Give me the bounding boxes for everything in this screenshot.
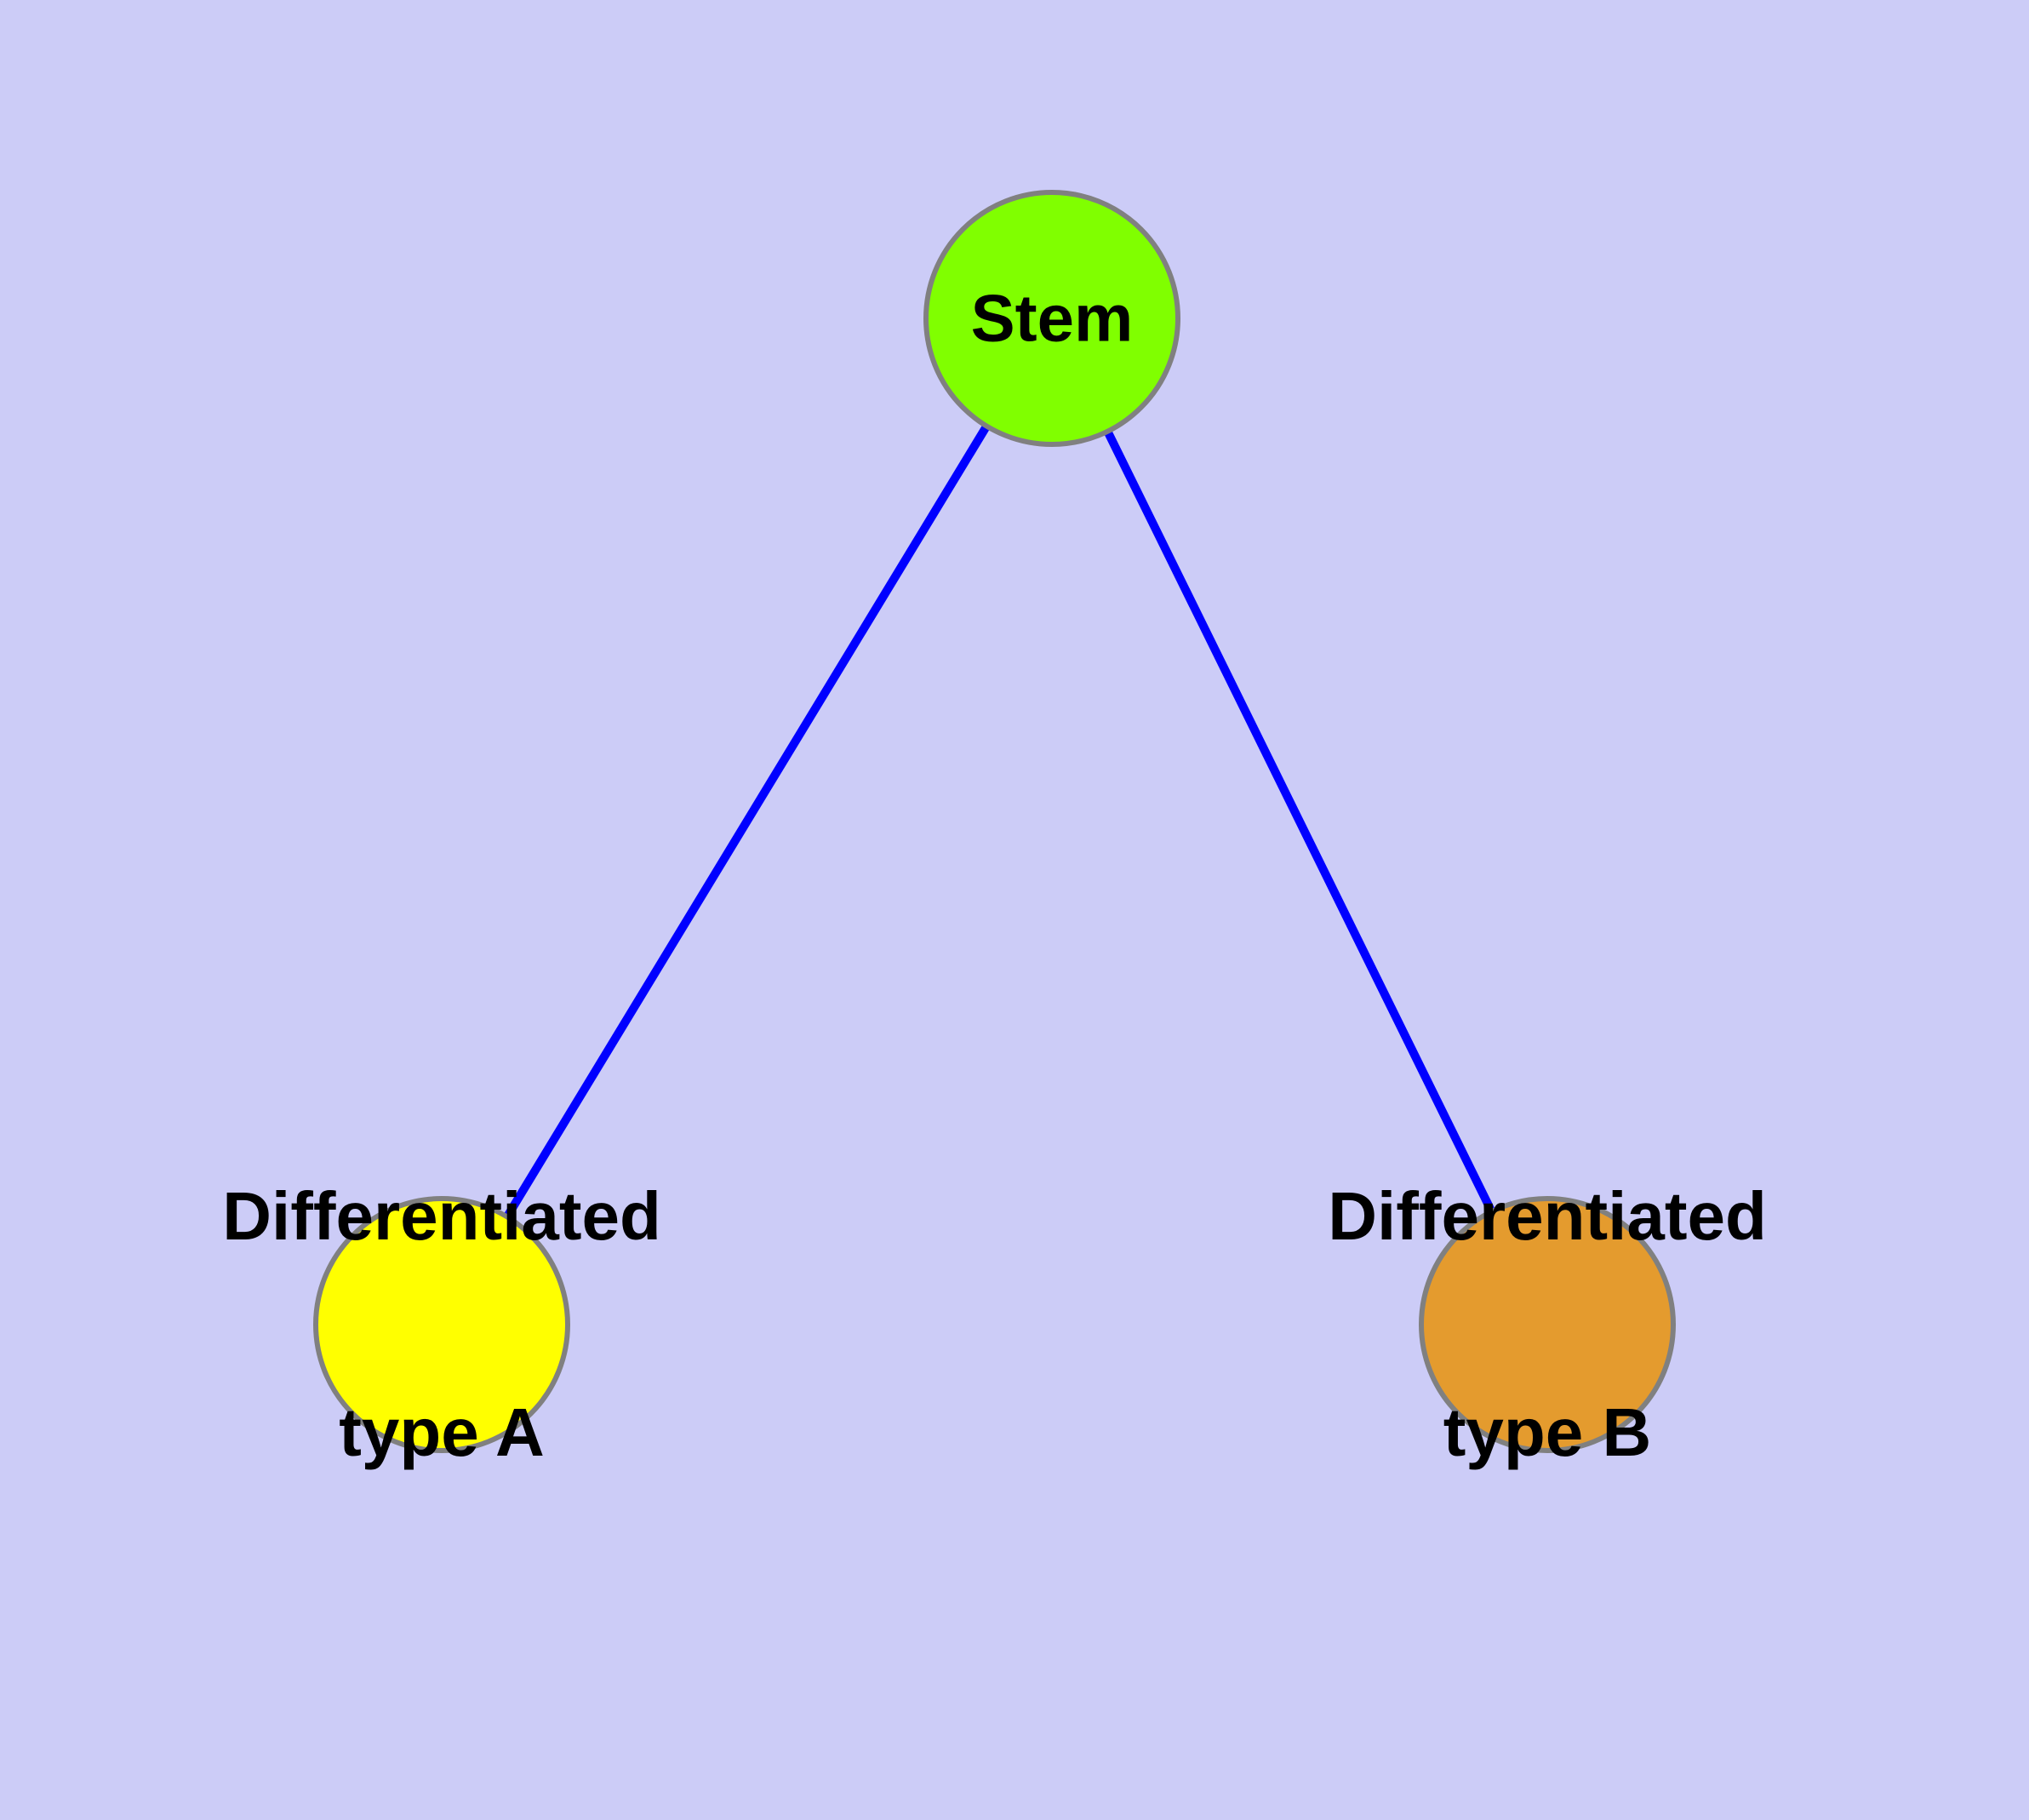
edge-stem-diff-a[interactable] xyxy=(437,316,1056,1327)
node-diff-a-circle[interactable] xyxy=(313,1196,570,1453)
edge-stem-diff-b[interactable] xyxy=(1048,316,1552,1327)
node-layer xyxy=(313,190,1676,1453)
edge-layer xyxy=(437,316,1552,1327)
node-diff-b-circle[interactable] xyxy=(1419,1196,1676,1453)
node-stem-circle[interactable] xyxy=(923,190,1180,447)
